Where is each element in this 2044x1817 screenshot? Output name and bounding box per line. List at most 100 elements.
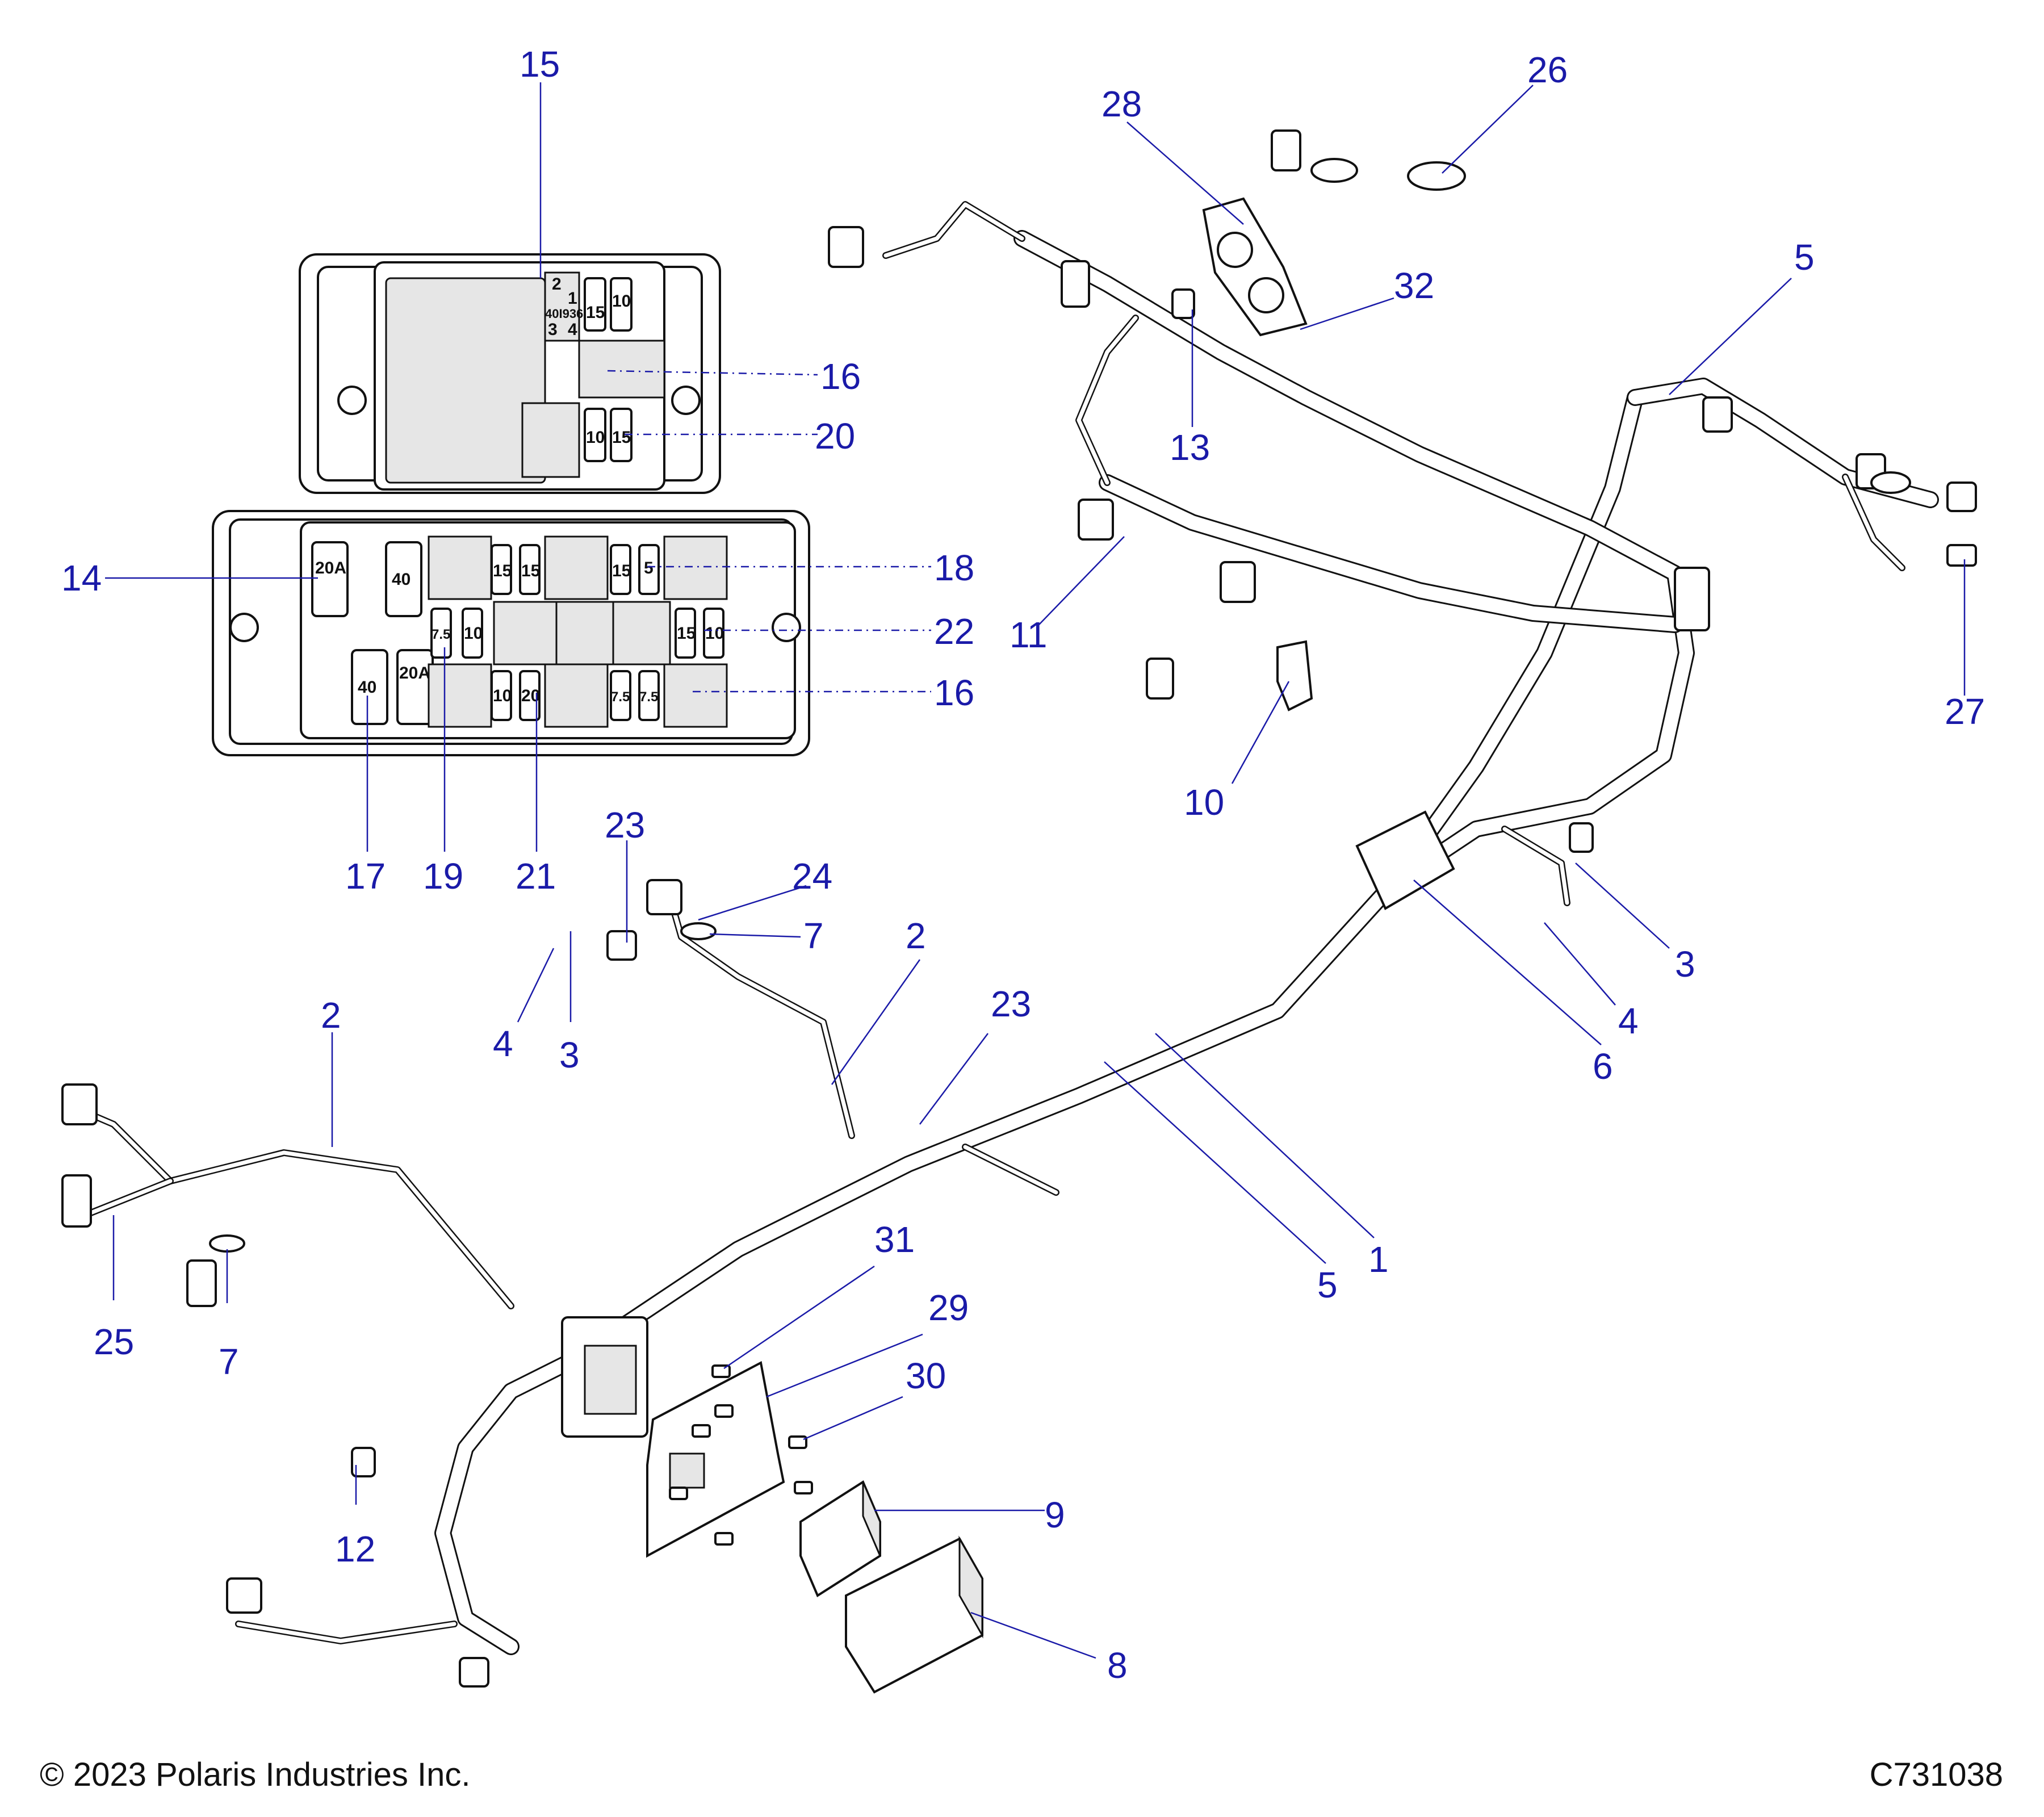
relay	[428, 663, 492, 728]
callout-3a: 3	[559, 1035, 580, 1075]
relay	[544, 663, 609, 728]
harness-fuse-box	[561, 1316, 648, 1438]
leader-3b	[1575, 863, 1670, 949]
callout-20: 20	[815, 416, 855, 457]
maxi-fuse-value: 40	[358, 678, 376, 697]
callout-14: 14	[61, 558, 102, 598]
callout-labels: 15 26 28 5 32 16 13 20 14 18 22 11 16 27…	[61, 44, 1985, 1686]
callout-12: 12	[335, 1529, 375, 1569]
connector	[61, 1174, 92, 1228]
fuse-value: 15	[612, 428, 631, 447]
screw	[711, 1364, 731, 1378]
callout-8: 8	[1107, 1645, 1128, 1686]
leader-31	[723, 1265, 875, 1370]
callout-13: 13	[1170, 427, 1210, 468]
maxi-fuse	[351, 649, 388, 725]
relay-text-1: 1	[568, 289, 577, 308]
callout-7b: 7	[219, 1341, 239, 1382]
leader-8	[970, 1611, 1096, 1659]
grommet	[209, 1234, 245, 1253]
screws	[669, 1364, 813, 1546]
callout-26: 26	[1527, 49, 1568, 90]
leader-7a	[709, 933, 801, 938]
fuse-slot	[610, 277, 633, 332]
maxi-fuse	[311, 541, 349, 617]
leader-5a	[1669, 278, 1792, 395]
relay-label-block	[544, 271, 580, 342]
callout-5a: 5	[1794, 237, 1815, 278]
connector	[646, 879, 682, 915]
fuse-value: 15	[521, 562, 540, 580]
fuse-value: 7.5	[432, 627, 450, 642]
relay	[544, 535, 609, 600]
callout-2a: 2	[906, 915, 926, 956]
leader-29	[766, 1333, 923, 1398]
callout-27: 27	[1945, 691, 1985, 732]
fuse-value: 10	[493, 686, 512, 705]
relay	[612, 601, 671, 665]
leader-26	[1442, 85, 1534, 174]
callout-22: 22	[934, 611, 974, 652]
screw	[714, 1404, 734, 1418]
leader-4b	[1544, 922, 1616, 1006]
fuse-value: 15	[493, 562, 512, 580]
relay-text-4: 4	[568, 320, 577, 339]
callout-32: 32	[1394, 265, 1434, 306]
connector	[226, 1577, 262, 1614]
connector	[1220, 561, 1256, 603]
drawing-id: C731038	[1869, 1756, 2003, 1793]
grommet	[1407, 161, 1466, 191]
leader-16a	[607, 370, 818, 376]
fuse-box-lower: 20A 40 40 20A 15 15 15 5 7.5 10	[212, 510, 810, 756]
grommets	[209, 158, 1977, 1253]
callout-11: 11	[1010, 614, 1047, 655]
relay	[578, 340, 665, 399]
maxi-fuse-value: 40	[392, 570, 411, 589]
fuse-slot	[584, 408, 606, 462]
callout-6: 6	[1593, 1046, 1613, 1087]
connector	[1702, 396, 1733, 433]
callout-25: 25	[94, 1321, 134, 1362]
callout-3b: 3	[1675, 944, 1695, 985]
branch-wires	[70, 201, 1905, 1644]
fuse-value: 15	[612, 562, 631, 580]
fuse-slot	[584, 277, 606, 332]
callout-7a: 7	[803, 915, 824, 956]
callout-4b: 4	[1618, 1000, 1639, 1041]
callout-23a: 23	[605, 805, 645, 845]
relay	[663, 663, 728, 728]
relay-socket-grid	[385, 277, 546, 484]
relay	[555, 601, 614, 665]
leader-4a	[517, 948, 555, 1023]
connector	[1146, 658, 1174, 700]
fuse-value: 7.5	[639, 689, 658, 705]
relay	[663, 535, 728, 600]
fuse-box-upper: 2 1 40I9363 3 4 15 10 10 15	[299, 253, 721, 494]
boot	[1276, 640, 1313, 711]
connector	[1674, 567, 1710, 631]
relay-text-3: 3	[548, 320, 558, 339]
connector	[606, 930, 637, 961]
connector	[1078, 499, 1114, 541]
screw	[788, 1435, 807, 1449]
callout-29: 29	[928, 1287, 969, 1328]
grommet	[1310, 158, 1358, 183]
callout-1: 1	[1368, 1239, 1389, 1280]
callout-18: 18	[934, 547, 974, 588]
copyright-notice: © 2023 Polaris Industries Inc.	[40, 1756, 471, 1793]
connector	[1171, 288, 1195, 319]
leader-5b	[1104, 1061, 1326, 1264]
leader-10	[1231, 681, 1290, 784]
connector	[459, 1657, 489, 1688]
callout-16b: 16	[934, 672, 974, 713]
mounting-bracket	[646, 1360, 785, 1558]
callout-2b: 2	[321, 995, 341, 1036]
relay	[493, 601, 558, 665]
callout-16a: 16	[820, 356, 861, 397]
leader-32	[1300, 297, 1394, 330]
maxi-fuse-value: 20A	[315, 559, 346, 577]
callout-10: 10	[1184, 782, 1224, 823]
fuse-value: 10	[464, 624, 483, 643]
connectors	[61, 129, 1977, 1688]
